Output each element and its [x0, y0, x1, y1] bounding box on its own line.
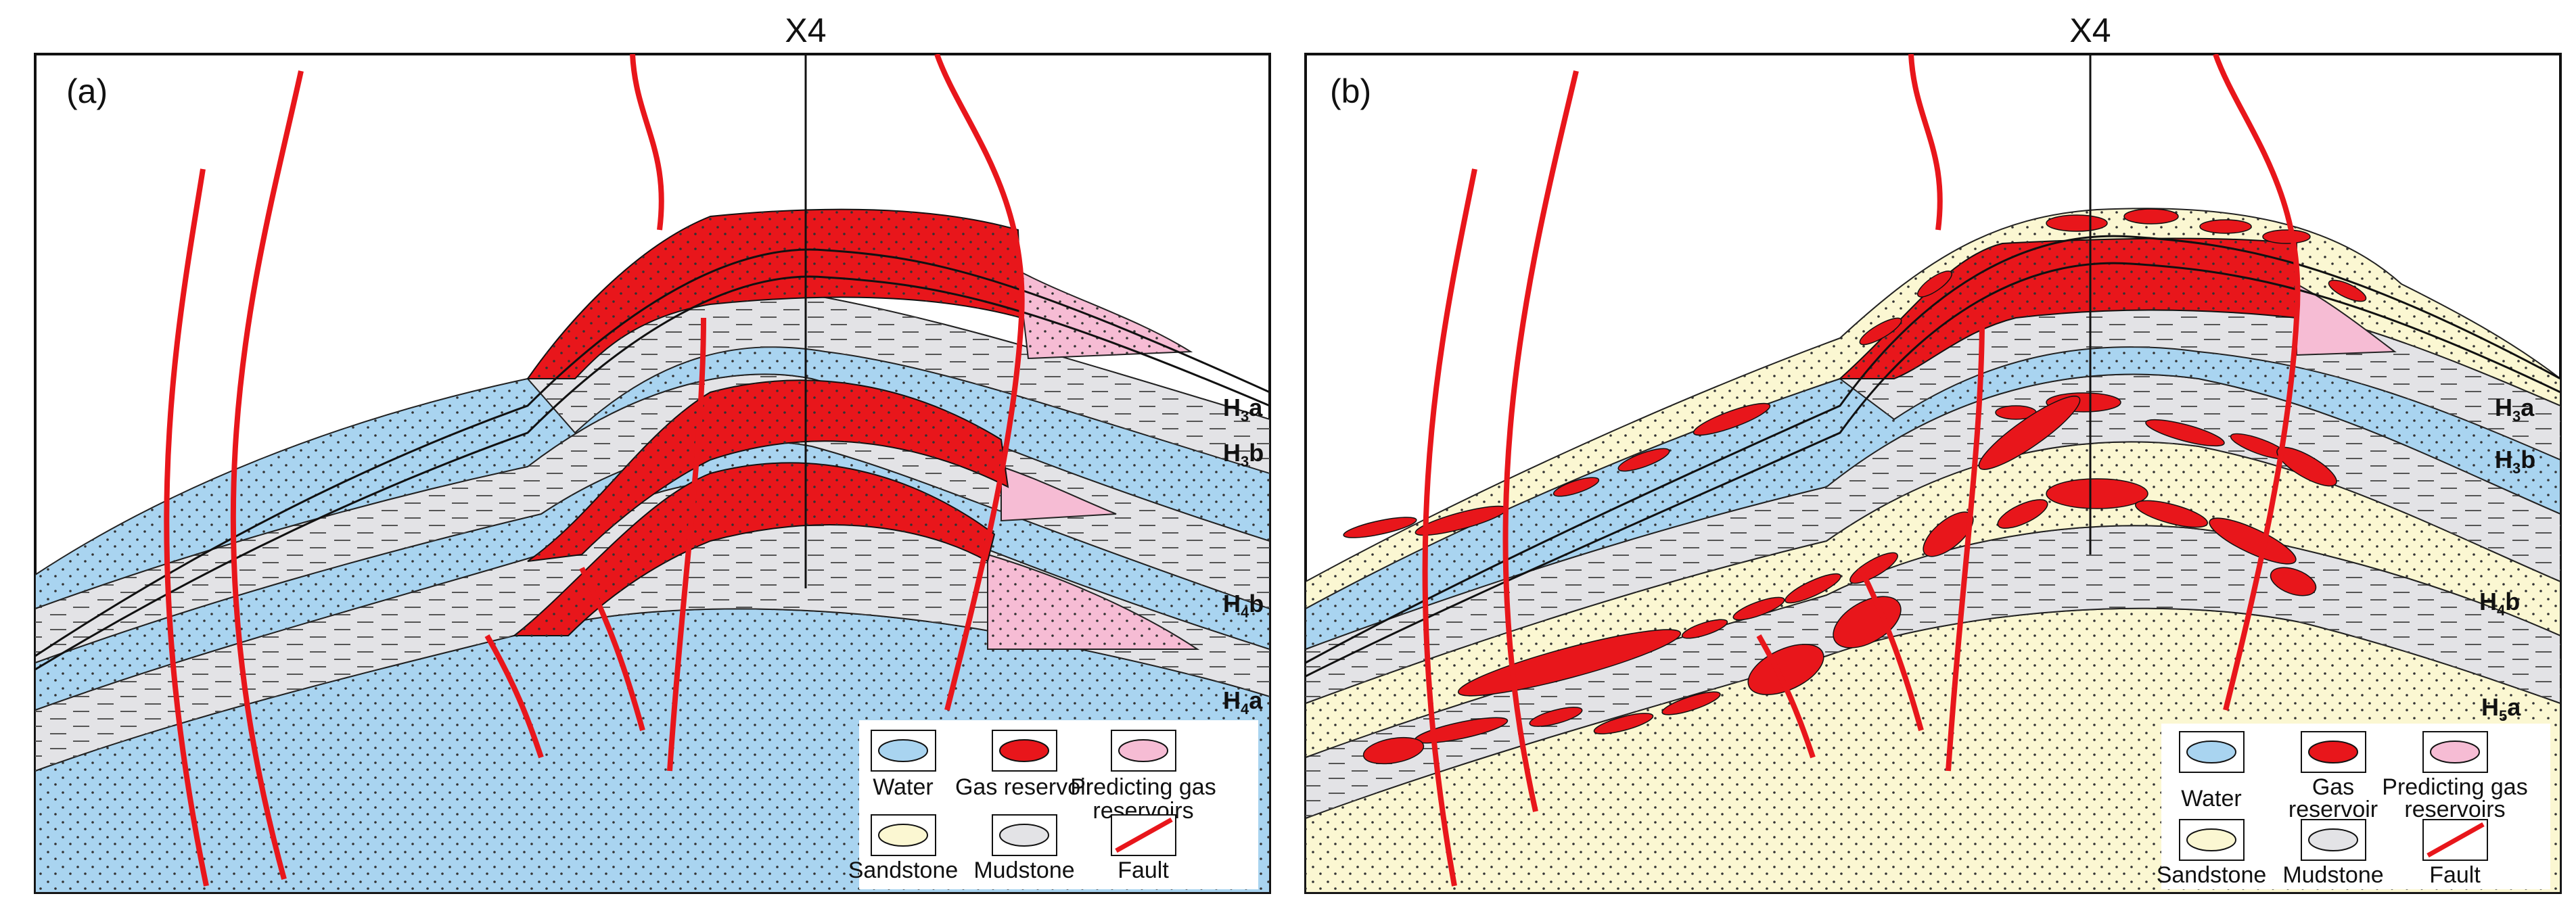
panel-a-fault-4 — [667, 317, 706, 772]
legend-b-mudstone: Mudstone — [2282, 819, 2384, 888]
svg-text:Mudstone: Mudstone — [973, 857, 1074, 883]
svg-text:Gas: Gas — [2312, 774, 2354, 800]
panel-a-fault-5 — [934, 54, 1025, 711]
legend-b-water: Water — [2179, 731, 2245, 812]
panel-b-fault-1 — [1422, 168, 1477, 887]
panel-b-fault-6 — [1756, 634, 1816, 759]
svg-text:Fault: Fault — [1118, 857, 1169, 883]
panel-b-fault-3 — [1908, 54, 1943, 231]
panel-b-fault-2 — [1502, 70, 1579, 812]
panel-a-label: (a) — [66, 72, 108, 110]
panel-b: X4 (b) H3a H3b H4b H5a Water Gas reservo… — [1304, 11, 2562, 894]
panel-b-fault-5 — [2213, 54, 2301, 711]
legend-b-sandstone: Sandstone — [2157, 819, 2267, 888]
svg-text:reservoir: reservoir — [2288, 797, 2378, 822]
svg-text:Water: Water — [873, 774, 933, 800]
svg-text:Fault: Fault — [2429, 862, 2481, 888]
panel-a-horizon-2 — [35, 275, 1270, 671]
panel-a-fault-7 — [579, 567, 645, 732]
legend-a-predict: Predicting gas reservoirs — [1070, 730, 1216, 824]
panel-a-layer-label-1: H3a — [1223, 394, 1263, 425]
panel-a-horizon-1 — [35, 248, 1270, 657]
legend-a-gas: Gas reservoir — [955, 730, 1093, 800]
panel-a-well-label: X4 — [785, 11, 826, 49]
svg-text:Mudstone: Mudstone — [2282, 862, 2383, 888]
panel-a-layer-label-4: H4a — [1223, 686, 1263, 718]
panel-b-fault-7 — [1858, 567, 1924, 732]
panel-b-layer-label-2: H3b — [2495, 446, 2535, 477]
svg-text:Predicting gas: Predicting gas — [1070, 774, 1216, 800]
panel-a-layer-label-2: H3b — [1223, 439, 1264, 470]
panel-a-predict-zone-2 — [1001, 465, 1117, 522]
panel-a: X4 (a) H3a H3b H4b H4a Water Gas reservo… — [34, 11, 1271, 894]
legend-a-mudstone: Mudstone — [973, 814, 1075, 883]
panel-b-layer-label-1: H3a — [2495, 394, 2535, 425]
legend-a-fault: Fault — [1111, 814, 1176, 883]
legend-b-fault: Fault — [2422, 819, 2488, 888]
panel-b-layer-label-4: H5a — [2481, 693, 2521, 724]
panel-a-fault-2 — [230, 70, 304, 880]
panel-b-fault-4 — [1946, 317, 1985, 772]
legend-b-predict: Predicting gas reservoirs — [2382, 731, 2528, 822]
panel-b-layer-label-3: H4b — [2479, 588, 2520, 619]
legend-a-water: Water — [871, 730, 936, 800]
panel-b-label: (b) — [1330, 72, 1371, 110]
panel-a-layer-label-3: H4b — [1223, 590, 1264, 621]
panel-a-fault-3 — [630, 54, 664, 231]
panel-a-fault-6 — [484, 634, 544, 759]
panel-a-fault-1 — [164, 168, 209, 887]
svg-text:Predicting gas: Predicting gas — [2382, 774, 2527, 800]
svg-text:Water: Water — [2181, 786, 2241, 812]
panel-b-well-label: X4 — [2069, 11, 2111, 49]
svg-text:reservoirs: reservoirs — [2404, 797, 2505, 822]
panel-b-gas-lenses — [1343, 208, 2367, 765]
panel-b-horizon-2 — [1306, 262, 2560, 678]
panel-a-legend: Water Gas reservoir Predicting gas reser… — [848, 720, 1258, 889]
svg-text:Sandstone: Sandstone — [2157, 862, 2267, 888]
panel-b-legend: Water Gas reservoir Predicting gas reser… — [2157, 724, 2550, 889]
legend-a-sandstone: Sandstone — [848, 814, 959, 883]
svg-text:Gas reservoir: Gas reservoir — [955, 774, 1093, 800]
legend-b-gas: Gas reservoir — [2288, 731, 2378, 822]
svg-text:Sandstone: Sandstone — [848, 857, 959, 883]
